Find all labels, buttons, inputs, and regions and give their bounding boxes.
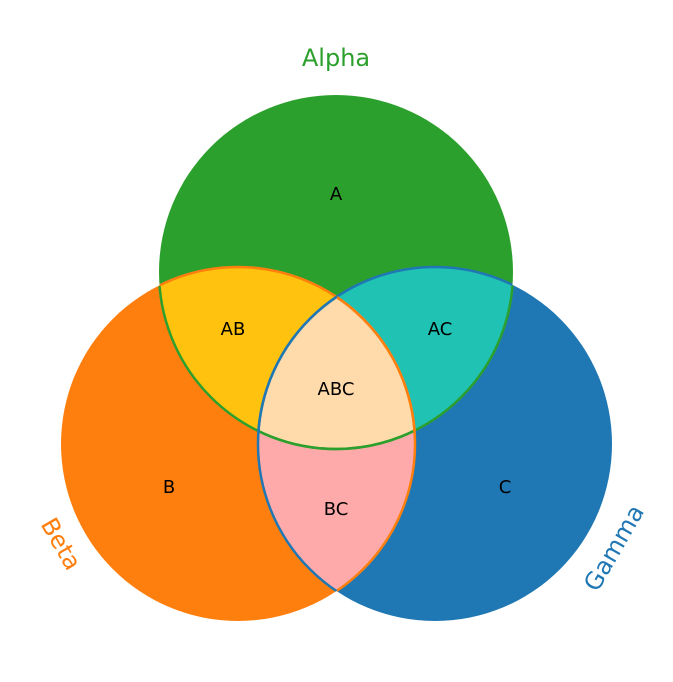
outline-c-in-b <box>256 267 415 621</box>
region-label-ab: AB <box>221 319 246 340</box>
set-title-alpha: Alpha <box>302 44 370 72</box>
region-label-c: C <box>499 477 512 498</box>
region-label-a: A <box>330 184 343 205</box>
region-label-abc: ABC <box>318 379 355 400</box>
region-label-b: B <box>163 477 175 498</box>
region-label-bc: BC <box>324 499 349 520</box>
region-abc-fill <box>258 267 415 449</box>
region-label-ac: AC <box>428 319 453 340</box>
set-title-beta: Beta <box>35 513 87 575</box>
outline-b-in-c <box>258 267 417 621</box>
